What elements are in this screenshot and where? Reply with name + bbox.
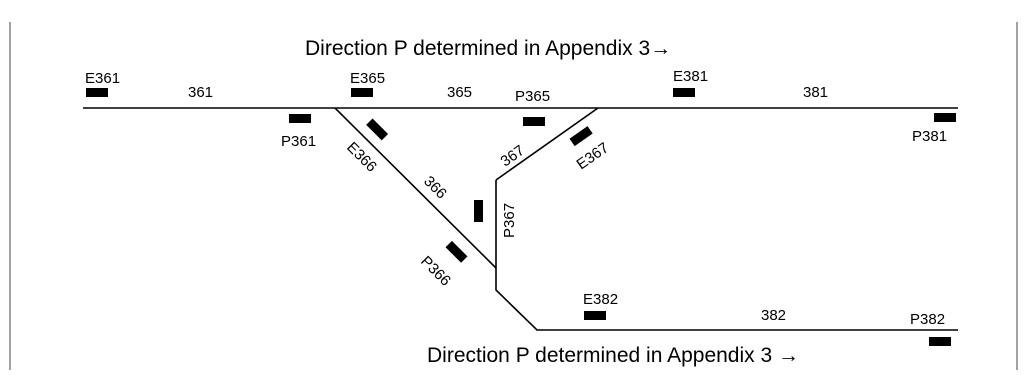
direction-top-label: Direction P determined in Appendix 3→ — [305, 37, 671, 60]
signal-E381-symbol — [673, 87, 704, 98]
track-367-line — [495, 107, 599, 181]
signal-label-E366: E366 — [343, 139, 380, 176]
signal-label-P381: P381 — [912, 128, 947, 145]
track-label-361: 361 — [188, 84, 213, 101]
signal-label-P367: P367 — [501, 203, 518, 238]
signal-P381-symbol — [925, 112, 956, 123]
signal-P367-symbol — [473, 191, 484, 222]
track-label-381: 381 — [803, 84, 828, 101]
track-382-line — [495, 180, 958, 331]
track-label-382: 382 — [761, 307, 786, 324]
direction-bottom-label: Direction P determined in Appendix 3 → — [427, 344, 799, 367]
signal-label-E361: E361 — [85, 70, 120, 87]
track-label-367: 367 — [498, 142, 528, 170]
signal-label-E365: E365 — [350, 70, 385, 87]
signal-label-P366: P366 — [417, 253, 454, 290]
signal-P382-symbol — [920, 336, 951, 347]
signal-label-E367: E367 — [574, 139, 612, 173]
signal-P361-symbol — [280, 113, 311, 124]
signal-P365-symbol — [514, 116, 545, 127]
signal-label-P361: P361 — [281, 133, 316, 150]
track-366-line — [334, 107, 497, 269]
signal-E361-symbol — [86, 87, 117, 98]
signal-label-E381: E381 — [673, 68, 708, 85]
signal-label-E382: E382 — [583, 291, 618, 308]
signal-E382-symbol — [584, 310, 615, 321]
signal-label-P382: P382 — [910, 311, 945, 328]
signal-label-P365: P365 — [515, 88, 550, 105]
signal-P366-symbol — [438, 233, 469, 264]
signal-E365-symbol — [351, 87, 382, 98]
track-label-365: 365 — [447, 84, 472, 101]
